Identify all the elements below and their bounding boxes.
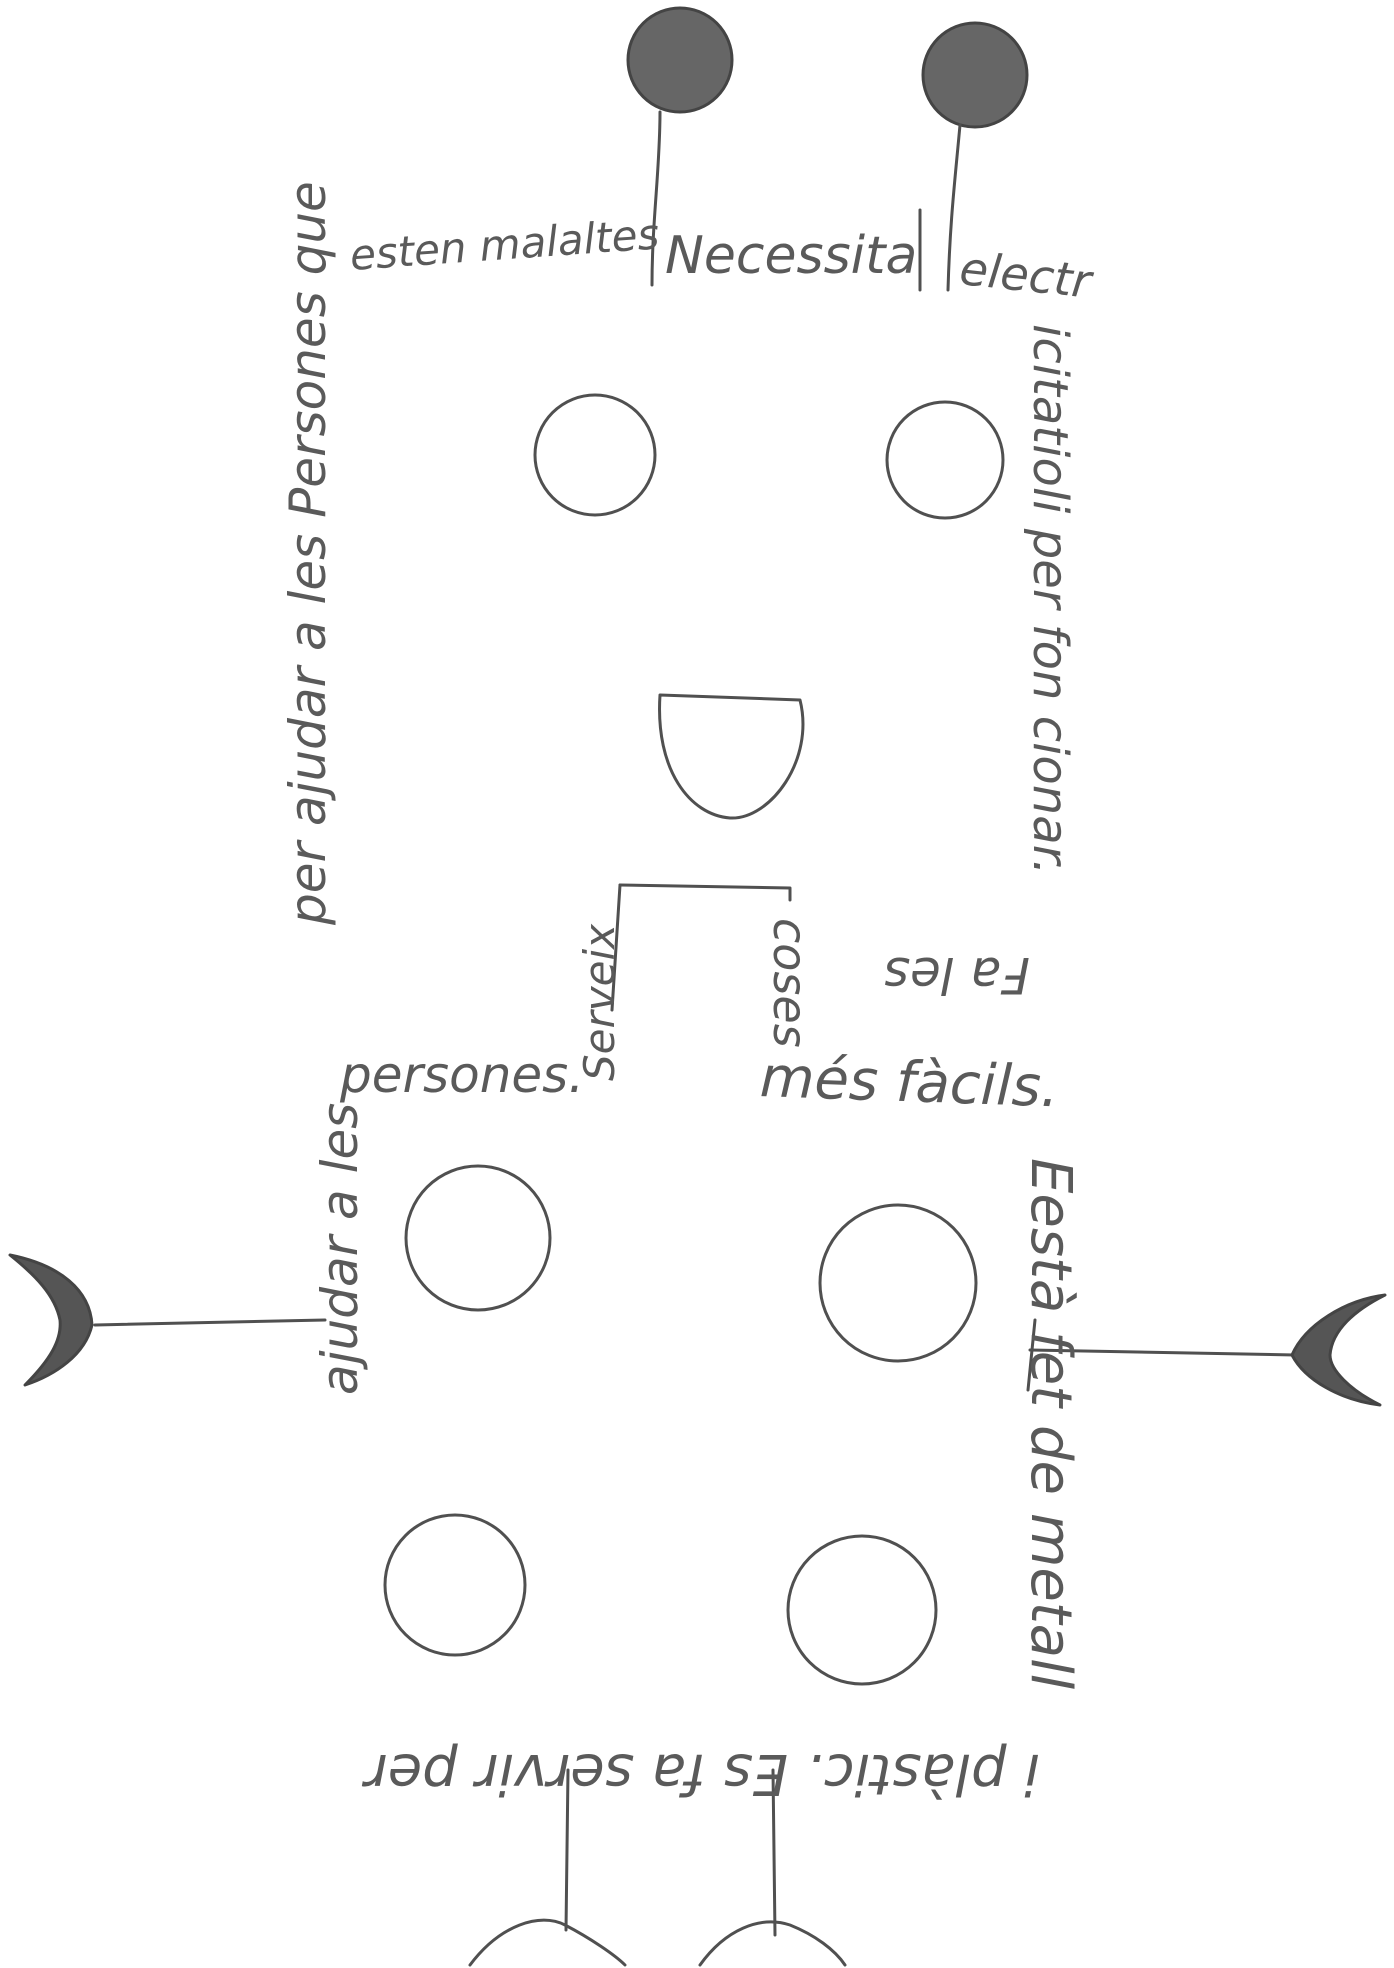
text-mid-right: més fàcils. [759, 1050, 1060, 1116]
body-circle-bottom-right [788, 1536, 936, 1684]
antenna-right-stem [948, 125, 960, 290]
head-eye-right [887, 402, 1003, 518]
arm-left [95, 1320, 325, 1325]
head-mouth [660, 695, 803, 818]
text-right-lower: Eestà fet de metall [1022, 1158, 1078, 1689]
text-left-lower: ajudar a les [315, 1103, 365, 1395]
text-top-mid: Necessita [665, 230, 917, 282]
antenna-left-ball [628, 8, 732, 112]
text-center-right-cont: coses [767, 918, 813, 1048]
foot-left [470, 1920, 625, 1965]
text-bottom: i plàstic. Es fa servir per [365, 1745, 1040, 1801]
head-eye-left [535, 395, 655, 515]
foot-right [700, 1922, 845, 1965]
hand-right [1292, 1295, 1385, 1405]
body-circle-bottom-left [385, 1515, 525, 1655]
body-circle-top-right [820, 1205, 976, 1361]
text-top-right: electr [958, 245, 1094, 305]
antenna-left-stem [652, 112, 660, 285]
text-right-upper: icitatioli per fon cionar. [1026, 324, 1074, 875]
antenna-right-ball [923, 23, 1027, 127]
hand-left [10, 1255, 92, 1385]
text-left-upper: per ajudar a les Persones que [283, 181, 333, 925]
neck-line [620, 885, 790, 900]
body-circle-top-left [406, 1166, 550, 1310]
text-center-right: Fa les [884, 950, 1030, 1000]
text-mid-left-cont: persones. [340, 1050, 584, 1100]
text-mid-left: Serveix [579, 924, 621, 1081]
